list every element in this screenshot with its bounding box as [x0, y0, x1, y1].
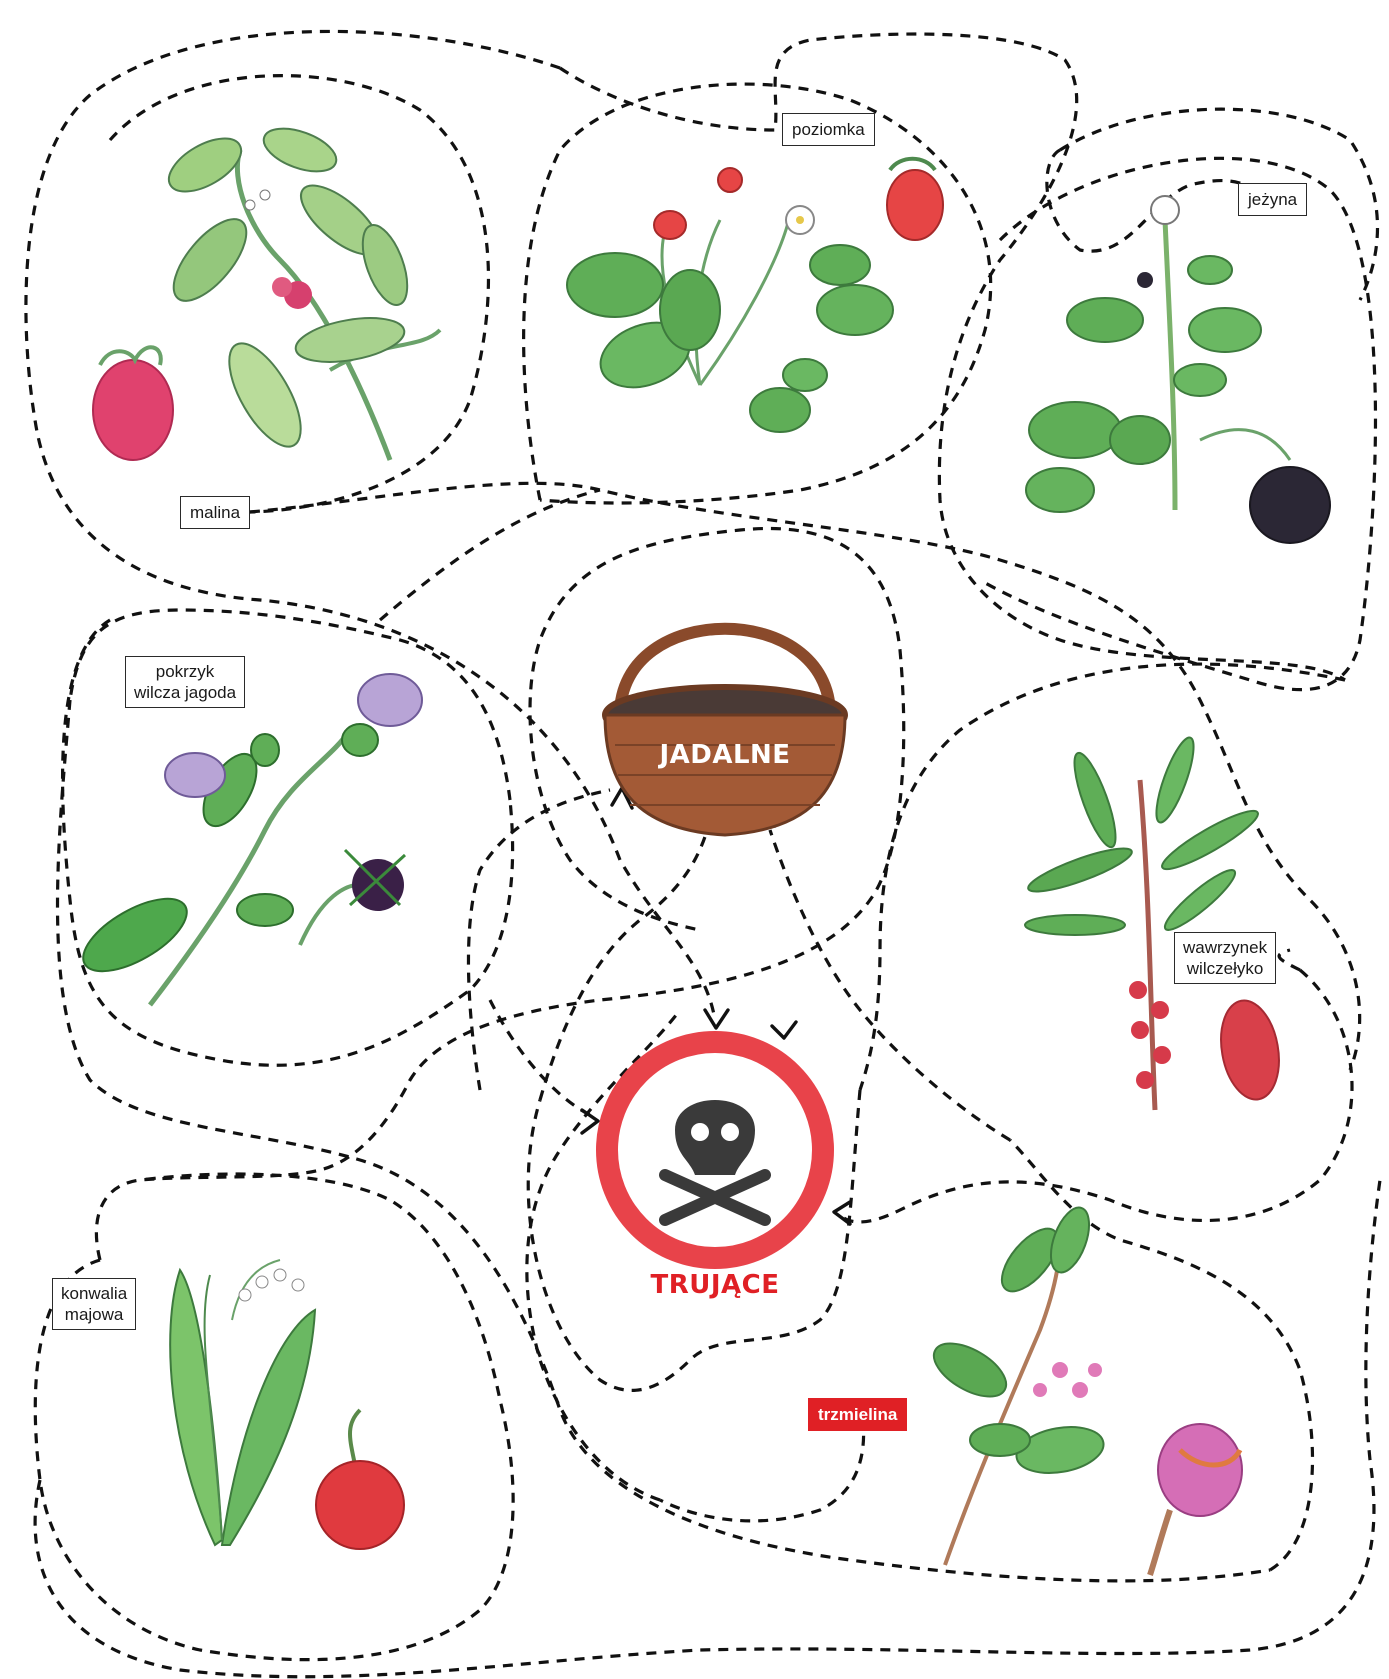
label-malina: malina [180, 496, 250, 529]
wild-strawberry-icon [567, 159, 943, 432]
label-wawrzynek-line-1: wawrzynek [1183, 937, 1267, 958]
label-malina-line-1: malina [190, 502, 240, 523]
label-jezyna: jeżyna [1238, 183, 1307, 216]
label-poziomka-line-1: poziomka [792, 119, 865, 140]
label-pokrzyk: pokrzyk wilcza jagoda [125, 656, 245, 708]
label-trzmielina-line-1: trzmielina [818, 1404, 897, 1425]
blackberry-icon [1026, 196, 1330, 543]
label-jezyna-line-1: jeżyna [1248, 189, 1297, 210]
basket-icon [605, 629, 845, 835]
label-pokrzyk-line-1: pokrzyk [134, 661, 236, 682]
label-trzmielina: trzmielina [808, 1398, 907, 1431]
label-konwalia-line-1: konwalia [61, 1283, 127, 1304]
raspberry-icon [93, 120, 440, 460]
label-pokrzyk-line-2: wilcza jagoda [134, 682, 236, 703]
daphne-icon [1025, 734, 1287, 1110]
lily-of-the-valley-icon [170, 1260, 404, 1549]
label-konwalia: konwalia majowa [52, 1278, 136, 1330]
label-wawrzynek-line-2: wilczełyko [1183, 958, 1267, 979]
belladonna-icon [72, 674, 422, 1005]
edible-category-label: JADALNE [625, 740, 825, 770]
poisonous-category-label: TRUJĄCE [615, 1270, 815, 1300]
spindle-tree-icon [925, 1203, 1242, 1575]
label-wawrzynek: wawrzynek wilczełyko [1174, 932, 1276, 984]
label-konwalia-line-2: majowa [61, 1304, 127, 1325]
label-poziomka: poziomka [782, 113, 875, 146]
skull-crossbones-icon [607, 1042, 823, 1258]
